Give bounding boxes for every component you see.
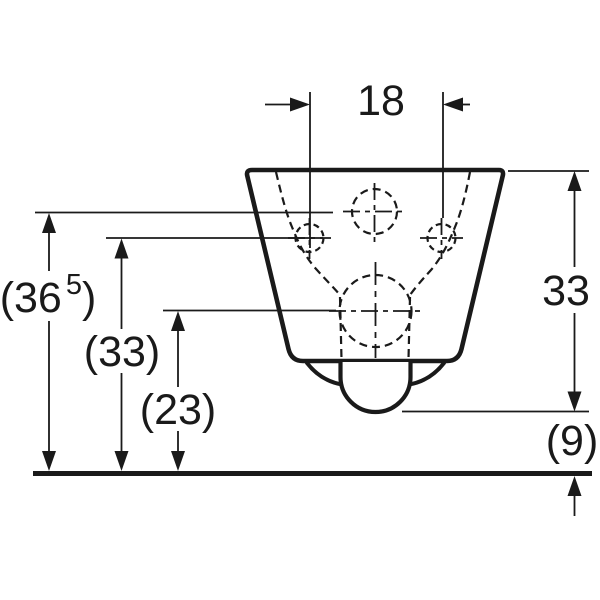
spigot-wing-left — [305, 361, 344, 387]
dimension-9 — [567, 476, 582, 516]
dim-label-18: 18 — [357, 77, 405, 125]
dim-9-arrow-up — [567, 476, 582, 496]
dim-18-arrow-right-pointing — [290, 97, 310, 112]
dim-label-33: 33 — [542, 267, 590, 315]
outlet-pipe-right — [407, 296, 412, 360]
leader-lines — [35, 92, 589, 413]
dim-18-arrow-left-pointing — [443, 97, 463, 112]
spigot-wing-right — [407, 361, 446, 387]
dim-33r-arrow-up — [567, 171, 582, 191]
dim-23-arrow-up — [171, 311, 185, 331]
dim-label-23-paren: (23) — [140, 386, 216, 434]
dimension-36-5 — [42, 213, 56, 471]
dim-label-36-5-suffix: ) — [82, 274, 96, 322]
dim-label-9: (9) — [546, 417, 599, 465]
dim-33l-arrow-up — [114, 238, 129, 259]
dim-label-33-paren: (33) — [84, 328, 160, 376]
label-masks — [2, 267, 592, 431]
dim-label-36-5-prefix: (36 — [0, 274, 62, 322]
dim-33r-arrow-down — [567, 391, 582, 412]
funnel-curve-left — [274, 171, 341, 296]
dim-33l-arrow-down — [114, 451, 129, 471]
dimension-18 — [265, 97, 470, 112]
outlet-spigot — [305, 359, 446, 415]
spigot-u-shape — [338, 359, 413, 415]
funnel-curve-right — [409, 171, 472, 296]
dim-365-arrow-up — [42, 213, 56, 233]
dim-365-arrow-down — [42, 451, 56, 471]
dim-23-arrow-down — [171, 451, 185, 471]
outlet-pipe-left — [338, 296, 343, 360]
dim-label-36-5-superscript: 5 — [66, 269, 82, 301]
